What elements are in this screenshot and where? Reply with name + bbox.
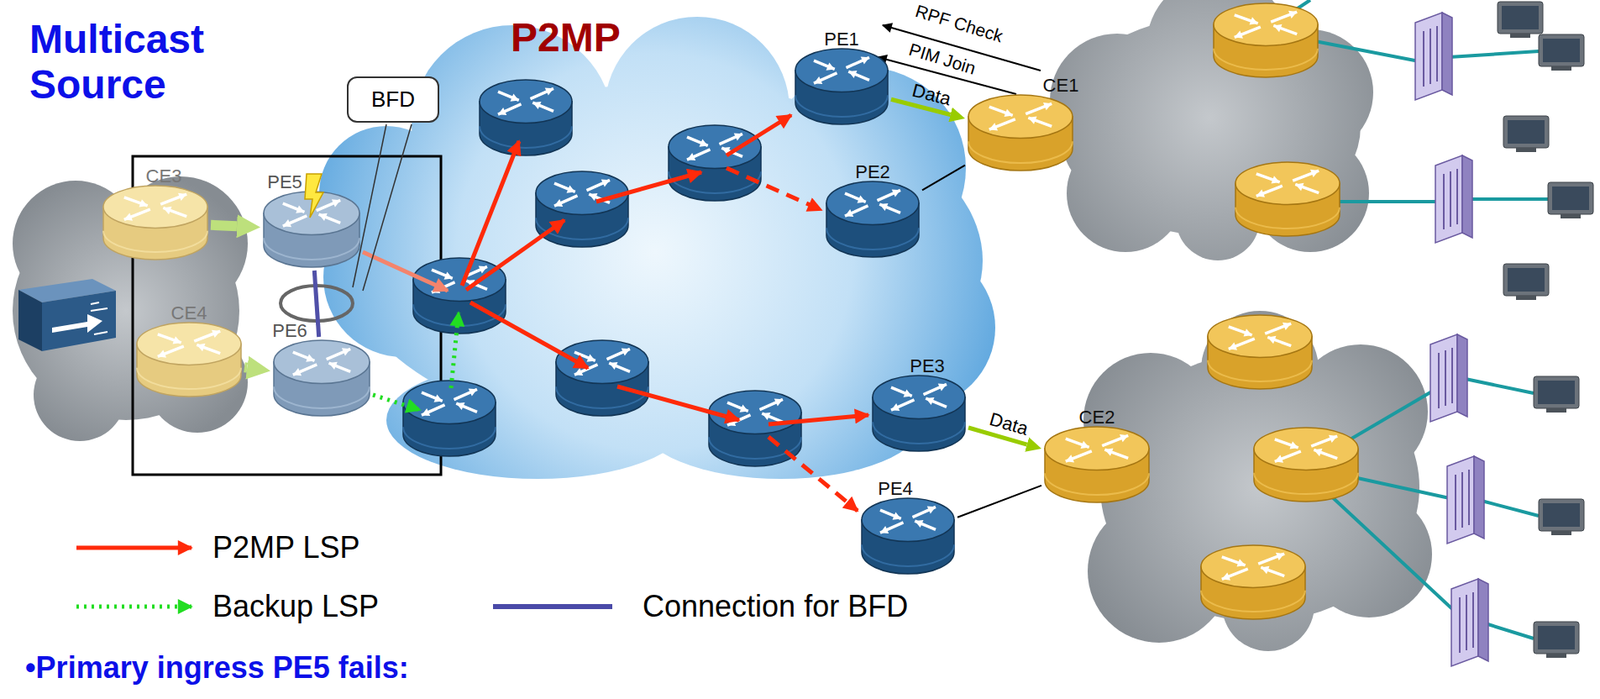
router-node: PE5 xyxy=(262,190,361,268)
firewall-icon xyxy=(18,278,116,352)
monitor-icon xyxy=(1547,182,1594,219)
status-note: •Primary ingress PE5 fails: xyxy=(25,650,410,685)
monitor-icon xyxy=(1503,115,1549,153)
legend-text: Connection for BFD xyxy=(642,588,908,625)
router-node: PE6 xyxy=(272,339,371,417)
router-label: CE3 xyxy=(146,165,183,188)
data-flow-arrow xyxy=(244,361,247,373)
router-icon xyxy=(1043,425,1150,504)
leader-line xyxy=(352,124,412,291)
router-label: PE5 xyxy=(267,171,303,194)
router-node: CE3 xyxy=(102,184,209,261)
router-icon xyxy=(136,321,242,398)
router-label: PE6 xyxy=(272,320,308,342)
edge-label: Data xyxy=(986,408,1031,441)
switch-icon xyxy=(1415,12,1453,100)
router-icon xyxy=(102,184,209,261)
router-label: PE3 xyxy=(909,355,945,378)
router-label: CE4 xyxy=(171,302,208,325)
router-label: PE1 xyxy=(823,28,860,51)
router-icon xyxy=(1235,162,1340,237)
router-node: CE1 xyxy=(967,94,1074,172)
monitor-icon xyxy=(1538,34,1585,71)
data-flow-arrow xyxy=(210,225,237,226)
signal-label: RPF Check xyxy=(912,0,1006,47)
router-node: PE1 xyxy=(794,47,889,126)
receiver-cloud xyxy=(1049,0,1374,261)
callout-text: BFD xyxy=(371,86,415,113)
callout-box: BFD xyxy=(346,76,440,123)
monitor-icon xyxy=(1533,621,1580,658)
router-icon xyxy=(403,380,496,457)
router-icon xyxy=(272,339,371,417)
router-icon xyxy=(1201,545,1306,620)
router-icon xyxy=(871,374,966,452)
switch-icon xyxy=(1451,578,1489,667)
router-node: PE3 xyxy=(871,374,966,452)
router-icon xyxy=(1253,427,1359,502)
legend-text: P2MP LSP xyxy=(212,529,360,566)
router-icon xyxy=(794,47,889,126)
access-link xyxy=(957,485,1042,518)
router-label: PE2 xyxy=(855,161,891,184)
router-icon xyxy=(262,190,361,268)
router-icon xyxy=(668,125,761,201)
source-cloud xyxy=(12,176,248,441)
monitor-icon xyxy=(1538,498,1585,536)
signal-label: PIM Join xyxy=(906,39,978,79)
edge-label: Data xyxy=(909,79,954,111)
router-node: PE4 xyxy=(860,497,955,575)
access-link xyxy=(922,165,966,191)
router-icon xyxy=(1213,3,1318,78)
p2mp-lsp xyxy=(461,115,869,511)
bfd-link xyxy=(314,270,319,337)
router-icon xyxy=(1207,314,1312,389)
router-label: CE2 xyxy=(1079,406,1116,429)
router-icon xyxy=(479,79,572,156)
router-node: PE2 xyxy=(825,180,920,258)
router-label: CE1 xyxy=(1043,74,1080,97)
router-node: CE2 xyxy=(1043,425,1150,504)
monitor-icon xyxy=(1503,263,1549,300)
network-cloud xyxy=(319,16,996,479)
switch-icon xyxy=(1447,456,1485,544)
router-icon xyxy=(556,340,649,416)
monitor-icon xyxy=(1497,1,1543,38)
switch-icon xyxy=(1430,334,1468,422)
signal-arrow xyxy=(877,25,1041,95)
source-title: Multicast Source xyxy=(29,16,265,108)
router-icon xyxy=(967,94,1074,172)
failed-lsp xyxy=(362,251,448,291)
network-title: P2MP xyxy=(510,15,621,61)
backup-lsp xyxy=(372,312,459,410)
router-label: PE4 xyxy=(877,477,913,500)
router-node: CE4 xyxy=(136,321,242,398)
router-icon xyxy=(535,171,629,247)
monitor-icon xyxy=(1533,376,1580,413)
router-icon xyxy=(860,497,955,575)
legend-text: Backup LSP xyxy=(212,588,379,625)
access-links xyxy=(1285,0,1550,639)
switch-icon xyxy=(1435,155,1473,243)
router-icons xyxy=(403,1,1594,667)
router-icon xyxy=(825,180,920,258)
